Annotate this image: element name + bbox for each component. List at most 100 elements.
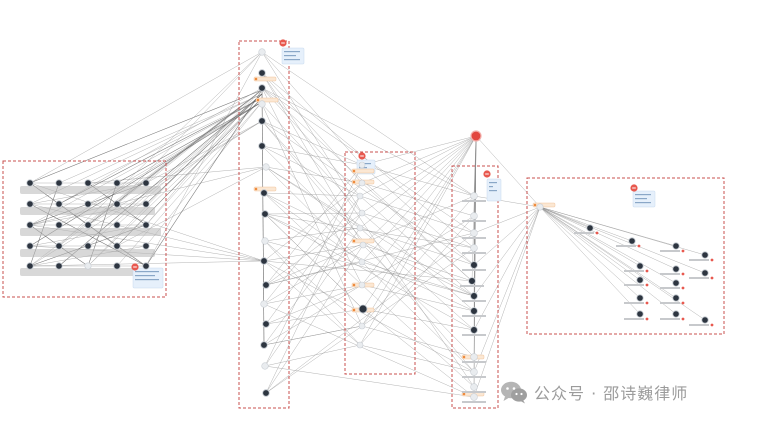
annotation-note-line bbox=[284, 59, 300, 61]
graph-node[interactable] bbox=[701, 316, 709, 324]
graph-node[interactable] bbox=[470, 307, 478, 315]
graph-node[interactable] bbox=[113, 200, 121, 208]
graph-node[interactable] bbox=[258, 117, 266, 125]
annotation-note-line bbox=[489, 190, 497, 192]
group-box-right[interactable] bbox=[526, 177, 725, 335]
graph-node[interactable] bbox=[359, 241, 367, 249]
graph-node[interactable] bbox=[672, 279, 680, 287]
graph-edge bbox=[539, 206, 677, 299]
graph-node[interactable] bbox=[84, 242, 92, 250]
graph-node[interactable] bbox=[470, 353, 478, 361]
graph-node[interactable] bbox=[470, 326, 478, 334]
graph-node[interactable] bbox=[258, 84, 266, 92]
graph-node[interactable] bbox=[470, 130, 482, 142]
graph-edge bbox=[261, 120, 363, 166]
graph-node[interactable] bbox=[258, 100, 266, 108]
graph-node[interactable] bbox=[142, 262, 150, 270]
graph-node[interactable] bbox=[470, 261, 478, 269]
group-box-col4[interactable] bbox=[451, 165, 499, 409]
graph-node[interactable] bbox=[356, 192, 364, 200]
graph-node[interactable] bbox=[358, 209, 366, 217]
graph-node[interactable] bbox=[262, 281, 270, 289]
graph-node[interactable] bbox=[26, 262, 34, 270]
graph-node[interactable] bbox=[113, 242, 121, 250]
graph-node[interactable] bbox=[258, 142, 266, 150]
graph-node[interactable] bbox=[260, 341, 268, 349]
graph-node[interactable] bbox=[358, 304, 368, 314]
graph-node[interactable] bbox=[636, 294, 644, 302]
graph-node[interactable] bbox=[84, 221, 92, 229]
graph-node[interactable] bbox=[356, 341, 364, 349]
graph-node[interactable] bbox=[468, 277, 476, 285]
graph-node[interactable] bbox=[26, 200, 34, 208]
graph-node[interactable] bbox=[142, 221, 150, 229]
graph-node[interactable] bbox=[258, 48, 266, 56]
graph-node[interactable] bbox=[672, 310, 680, 318]
graph-node[interactable] bbox=[84, 179, 92, 187]
group-box-col2[interactable] bbox=[238, 40, 290, 409]
graph-node[interactable] bbox=[84, 200, 92, 208]
graph-node[interactable] bbox=[262, 320, 270, 328]
group-box-col3[interactable] bbox=[344, 151, 416, 375]
graph-node[interactable] bbox=[55, 221, 63, 229]
wechat-logo-icon bbox=[501, 381, 527, 404]
graph-node[interactable] bbox=[536, 203, 544, 211]
graph-node[interactable] bbox=[55, 179, 63, 187]
graph-edge bbox=[264, 365, 475, 398]
graph-node[interactable] bbox=[55, 200, 63, 208]
graph-node[interactable] bbox=[113, 221, 121, 229]
graph-node[interactable] bbox=[260, 189, 268, 197]
graph-node[interactable] bbox=[55, 242, 63, 250]
node-tag-chip[interactable] bbox=[253, 76, 277, 82]
graph-node[interactable] bbox=[470, 368, 478, 376]
graph-node[interactable] bbox=[636, 262, 644, 270]
graph-node[interactable] bbox=[26, 242, 34, 250]
graph-node[interactable] bbox=[260, 257, 268, 265]
graph-node[interactable] bbox=[470, 292, 478, 300]
graph-node[interactable] bbox=[470, 383, 478, 391]
graph-node[interactable] bbox=[358, 258, 366, 266]
graph-node[interactable] bbox=[358, 179, 366, 187]
graph-node[interactable] bbox=[628, 237, 636, 245]
graph-node[interactable] bbox=[672, 294, 680, 302]
graph-node[interactable] bbox=[262, 389, 270, 397]
graph-node[interactable] bbox=[636, 310, 644, 318]
node-label-bar bbox=[462, 401, 486, 403]
graph-edge bbox=[265, 308, 364, 325]
graph-node[interactable] bbox=[113, 262, 121, 270]
graph-node[interactable] bbox=[258, 69, 266, 77]
graph-node[interactable] bbox=[672, 265, 680, 273]
graph-node[interactable] bbox=[672, 242, 680, 250]
graph-node[interactable] bbox=[262, 163, 270, 171]
graph-node[interactable] bbox=[26, 179, 34, 187]
graph-node[interactable] bbox=[26, 221, 34, 229]
graph-edge bbox=[265, 166, 363, 263]
graph-edge bbox=[58, 93, 263, 184]
graph-node[interactable] bbox=[470, 192, 478, 200]
graph-node[interactable] bbox=[358, 161, 366, 169]
graph-node[interactable] bbox=[358, 281, 366, 289]
graph-node[interactable] bbox=[142, 200, 150, 208]
graph-node[interactable] bbox=[586, 224, 594, 232]
graph-node[interactable] bbox=[356, 224, 364, 232]
graph-node[interactable] bbox=[55, 262, 63, 270]
graph-node[interactable] bbox=[701, 269, 709, 277]
graph-node[interactable] bbox=[260, 300, 268, 308]
graph-node[interactable] bbox=[84, 262, 92, 270]
node-tag-chip[interactable] bbox=[351, 168, 375, 174]
graph-node[interactable] bbox=[701, 251, 709, 259]
graph-node[interactable] bbox=[470, 229, 478, 237]
group-box-left[interactable] bbox=[2, 160, 167, 298]
graph-node[interactable] bbox=[261, 210, 269, 218]
graph-node[interactable] bbox=[261, 237, 269, 245]
graph-node[interactable] bbox=[142, 242, 150, 250]
graph-node[interactable] bbox=[261, 362, 269, 370]
graph-node[interactable] bbox=[358, 322, 366, 330]
graph-node[interactable] bbox=[636, 276, 644, 284]
graph-node[interactable] bbox=[470, 244, 478, 252]
graph-node[interactable] bbox=[142, 179, 150, 187]
graph-edge bbox=[145, 101, 263, 247]
graph-node[interactable] bbox=[470, 212, 478, 220]
graph-node[interactable] bbox=[470, 393, 478, 401]
graph-node[interactable] bbox=[113, 179, 121, 187]
